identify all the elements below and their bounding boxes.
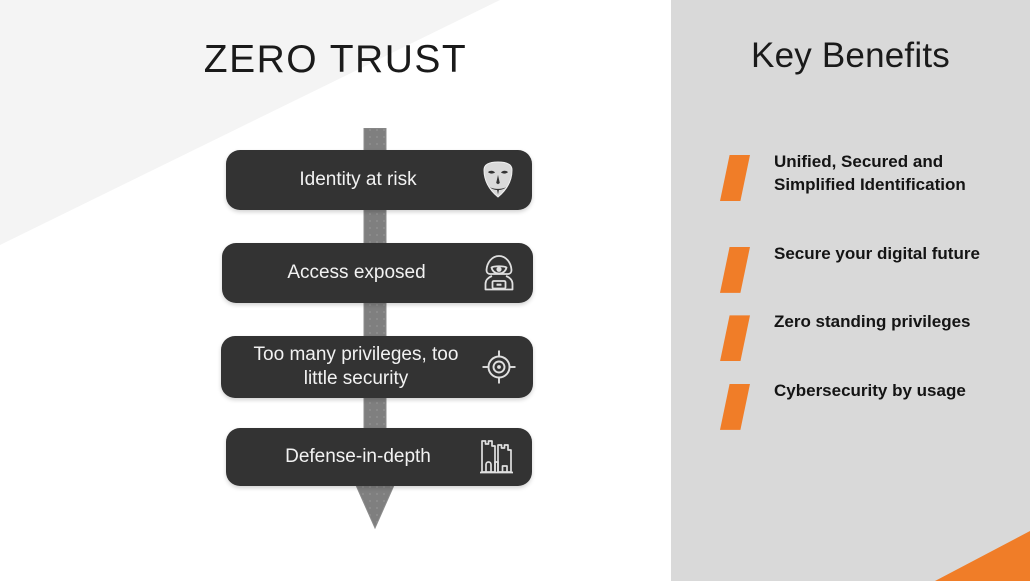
benefits-title: Key Benefits <box>751 36 950 75</box>
flow-step-card[interactable]: Identity at risk <box>226 150 532 210</box>
list-item: Cybersecurity by usage <box>671 379 1030 430</box>
parallelogram-bullet-icon <box>720 315 750 362</box>
hooded-hacker-icon <box>473 253 533 293</box>
benefit-label: Zero standing privileges <box>774 312 971 332</box>
castle-fortress-icon <box>472 438 532 476</box>
parallelogram-bullet-icon <box>720 155 750 201</box>
flow-step-label: Too many privileges, too little security <box>253 343 459 389</box>
benefits-panel: Key Benefits Unified, Secured and Simpli… <box>671 0 1030 581</box>
parallelogram-bullet-icon <box>720 246 750 293</box>
list-item: Zero standing privileges <box>671 310 1030 362</box>
anonymous-mask-icon <box>472 161 532 199</box>
list-item: Unified, Secured and Simplified Identifi… <box>671 150 1030 201</box>
flow-step-label: Identity at risk <box>299 168 417 190</box>
decorative-corner-accent <box>935 531 1030 581</box>
flow-step-label: Access exposed <box>287 261 426 283</box>
benefit-label: Secure your digital future <box>774 243 980 263</box>
flow-step-label: Defense-in-depth <box>285 445 431 467</box>
parallelogram-bullet-icon <box>720 383 750 430</box>
list-item: Secure your digital future <box>671 242 1030 293</box>
benefits-list: Unified, Secured and Simplified Identifi… <box>671 150 1030 447</box>
benefit-label: Cybersecurity by usage <box>774 380 966 400</box>
flow-step-card[interactable]: Defense-in-depth <box>226 428 532 486</box>
crosshair-target-icon <box>473 348 533 386</box>
page-title: ZERO TRUST <box>203 38 468 81</box>
flow-step-card[interactable]: Too many privileges, too little security <box>221 336 533 398</box>
flow-step-card[interactable]: Access exposed <box>222 243 533 303</box>
benefit-label: Unified, Secured and Simplified Identifi… <box>774 152 966 195</box>
